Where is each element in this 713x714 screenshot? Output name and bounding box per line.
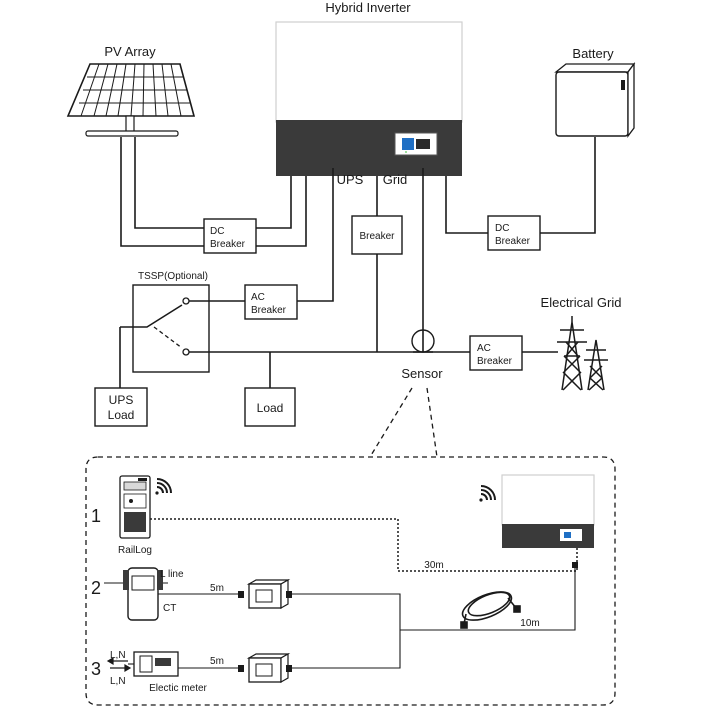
electric-meter-icon xyxy=(128,651,179,677)
transmission-tower-icon xyxy=(557,316,608,391)
ups-load-box: UPS Load xyxy=(94,387,148,427)
tssp-switch xyxy=(120,284,245,373)
ups-port-label: UPS xyxy=(337,172,364,187)
load-label: Load xyxy=(257,401,284,415)
load-box: Load xyxy=(244,387,296,427)
wifi-icon xyxy=(479,485,496,502)
option-number-2: 2 xyxy=(91,578,101,598)
communication-cables xyxy=(292,566,576,669)
pv-wiring xyxy=(120,137,307,247)
solar-panel-icon xyxy=(66,63,196,137)
l-line-label: L line xyxy=(160,569,184,580)
grid-breaker: Breaker xyxy=(351,215,403,255)
grid-breaker-label: Breaker xyxy=(359,231,395,242)
ups-load-label-top: UPS xyxy=(109,393,134,407)
inverter-port xyxy=(572,562,578,568)
inverter-icon xyxy=(275,21,463,176)
electrical-grid-label: Electrical Grid xyxy=(541,295,622,310)
current-sensor-icon xyxy=(411,329,435,353)
battery-dc-breaker-label-top: DC xyxy=(495,223,509,234)
ups-wire xyxy=(297,168,334,302)
cable-5m-ct-label: 5m xyxy=(210,583,224,594)
battery-dc-breaker: DC Breaker xyxy=(487,215,541,251)
battery-wiring xyxy=(445,137,596,234)
raillog-label: RailLog xyxy=(118,545,152,556)
ups-ac-breaker-label-bottom: Breaker xyxy=(251,305,287,316)
grid-wiring xyxy=(376,168,424,352)
rj45-coupler-icon xyxy=(238,578,292,610)
raillog-30m-link xyxy=(150,518,578,572)
electric-meter-label: Electic meter xyxy=(149,683,207,694)
inverter-title: Hybrid Inverter xyxy=(325,0,411,15)
inverter-icon xyxy=(501,474,595,548)
ups-load-label-bottom: Load xyxy=(108,408,135,422)
raillog-device-icon xyxy=(119,475,151,539)
battery-label: Battery xyxy=(572,46,614,61)
battery-dc-breaker-label-bottom: Breaker xyxy=(495,236,531,247)
ln-out-label: L,N xyxy=(110,676,126,687)
tssp-label: TSSP(Optional) xyxy=(138,271,208,282)
pv-dc-breaker-label-bottom: Breaker xyxy=(210,239,246,250)
ln-arrows xyxy=(106,656,132,673)
cable-30m-label: 30m xyxy=(424,560,443,571)
grid-port-label: Grid xyxy=(383,172,408,187)
ln-in-label: L,N xyxy=(110,650,126,661)
pv-dc-breaker: DC Breaker xyxy=(203,218,257,254)
sensor-label: Sensor xyxy=(401,366,443,381)
option-number-1: 1 xyxy=(91,506,101,526)
option-number-3: 3 xyxy=(91,659,101,679)
ups-ac-breaker: AC Breaker xyxy=(244,284,298,320)
grid-ac-breaker: AC Breaker xyxy=(469,335,523,371)
ct-label: CT xyxy=(163,603,176,614)
grid-ac-breaker-label-bottom: Breaker xyxy=(477,356,513,367)
pv-dc-breaker-label-top: DC xyxy=(210,226,224,237)
cable-10m-label: 10m xyxy=(520,618,539,629)
battery-icon xyxy=(554,62,636,138)
wifi-icon xyxy=(155,478,172,495)
grid-ac-breaker-label-top: AC xyxy=(477,343,491,354)
sensor-callout xyxy=(85,387,616,706)
ups-ac-breaker-label-top: AC xyxy=(251,292,265,303)
cable-5m-meter-label: 5m xyxy=(210,656,224,667)
rj45-coupler-icon xyxy=(238,652,292,684)
pv-array-label: PV Array xyxy=(104,44,156,59)
cable-coil-icon xyxy=(460,591,521,629)
